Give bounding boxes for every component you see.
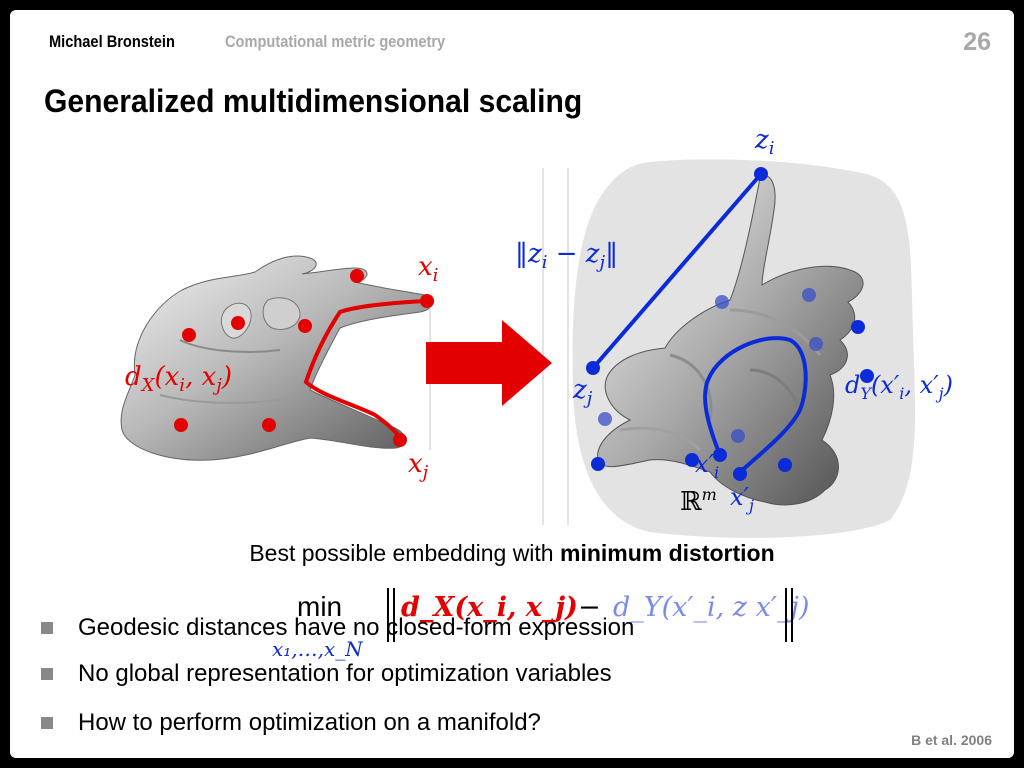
point-zi xyxy=(754,167,768,181)
label-xpj: x′j xyxy=(730,483,754,515)
formula-subscript: x₁,…,x_N xyxy=(272,637,364,661)
figure-caption: Best possible embedding with minimum dis… xyxy=(10,540,1014,567)
header-course: Computational metric geometry xyxy=(225,32,446,51)
sample-point xyxy=(591,457,605,471)
sample-point xyxy=(298,319,312,333)
label-dy: dY(x′i, x′j) xyxy=(845,371,953,403)
bullet-item: Geodesic distances have no closed-form e… xyxy=(41,614,634,642)
gmds-formula: min x₁,…,x_N d_X(x_i, x_j) − d_Y(x′_i, z… xyxy=(272,588,809,661)
sample-point xyxy=(731,429,745,443)
square-bullet-icon xyxy=(41,668,53,680)
label-xi: xi xyxy=(418,252,438,286)
sample-point xyxy=(174,418,188,432)
sample-point xyxy=(860,369,874,383)
label-dx: dX(xi, xj) xyxy=(125,362,232,396)
sample-points-right xyxy=(586,167,874,481)
gmds-figure: xi xj dX(xi, xj) zi zj ‖zi − zj‖ dY(x′i,… xyxy=(120,125,953,538)
point-xpj xyxy=(733,467,747,481)
bullet-text: Geodesic distances have no closed-form e… xyxy=(78,614,635,641)
euclidean-segment xyxy=(591,172,763,370)
label-norm: ‖zi − zj‖ xyxy=(515,239,618,273)
citation: B et al. 2006 xyxy=(911,732,992,748)
right-arrow-icon xyxy=(426,320,552,406)
label-zi: zi xyxy=(754,125,774,159)
slide: Michael Bronstein Computational metric g… xyxy=(10,10,1014,758)
sample-point xyxy=(262,418,276,432)
sample-point xyxy=(802,288,816,302)
square-bullet-icon xyxy=(41,622,53,634)
header-author: Michael Bronstein xyxy=(49,32,175,51)
square-bullet-icon xyxy=(41,717,53,729)
bullet-item: How to perform optimization on a manifol… xyxy=(41,709,541,737)
formula-min: min xyxy=(297,591,342,622)
sample-point xyxy=(598,412,612,426)
caption-prefix: Best possible embedding with xyxy=(249,540,560,566)
label-rm: ℝm xyxy=(680,485,717,517)
label-zj: zj xyxy=(572,375,593,409)
sample-point xyxy=(809,337,823,351)
sample-point xyxy=(778,458,792,472)
label-xpi: x′i xyxy=(695,450,719,482)
formula-minus: − xyxy=(578,592,601,623)
formula-dy-term: d_Y(x′_i, z x′_j) xyxy=(613,592,809,623)
formula-dx-term: d_X(x_i, x_j) xyxy=(401,592,578,623)
sample-point xyxy=(715,295,729,309)
sample-point xyxy=(182,328,196,342)
slide-title: Generalized multidimensional scaling xyxy=(44,83,583,119)
embedded-geodesic-path xyxy=(703,336,808,474)
sample-point xyxy=(350,269,364,283)
caption-bold: minimum distortion xyxy=(560,540,775,566)
geodesic-path xyxy=(303,299,427,440)
sample-point xyxy=(851,320,865,334)
left-hand-shape xyxy=(120,255,435,461)
bullet-text: No global representation for optimizatio… xyxy=(78,660,612,687)
sample-point xyxy=(685,453,699,467)
point-xj xyxy=(393,433,407,447)
point-zj xyxy=(586,361,600,375)
point-xpi xyxy=(713,448,727,462)
sample-points-left xyxy=(174,269,434,447)
sample-point xyxy=(231,316,245,330)
page-number: 26 xyxy=(963,28,991,56)
point-xi xyxy=(420,294,434,308)
label-xj: xj xyxy=(408,449,429,483)
bullet-text: How to perform optimization on a manifol… xyxy=(78,709,541,736)
bullet-item: No global representation for optimizatio… xyxy=(41,660,612,688)
